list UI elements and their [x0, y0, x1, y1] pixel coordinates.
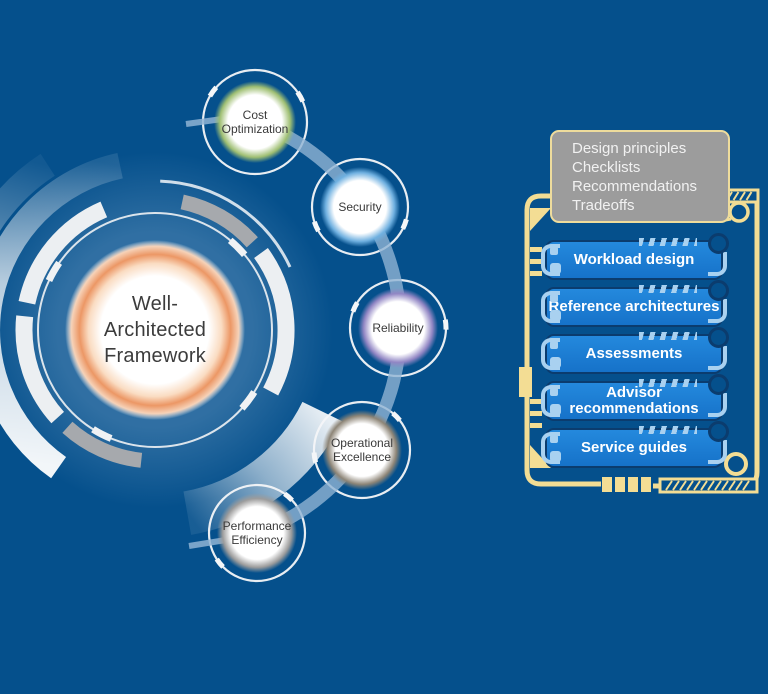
tab-decoration [550, 294, 558, 302]
resource-label: Workload design [573, 251, 695, 268]
pillar-disc-cost-optimization [214, 81, 296, 163]
center-disc [65, 240, 245, 420]
resource-label: Assessments [585, 345, 683, 362]
tab-decoration [550, 404, 561, 415]
medallion-arcs [0, 152, 342, 535]
tab-decoration [550, 263, 561, 274]
tab-decoration [550, 341, 558, 349]
bracket-left-decoration [541, 385, 560, 417]
resource-service-guides: Service guides [541, 421, 729, 468]
info-line-tradeoffs: Tradeoffs [572, 197, 635, 214]
tab-decoration [550, 247, 558, 255]
info-line-recommendations: Recommendations [572, 178, 698, 195]
pillar-label-reliability: Reliability [372, 321, 424, 335]
info-line-checklists: Checklists [572, 159, 641, 176]
pillar-label-operational-excellence: Operational Excellence [330, 436, 394, 464]
center-label: Well- Architected Framework [103, 293, 207, 367]
tab-decoration [550, 451, 561, 462]
frame-pin-blocks [602, 477, 651, 492]
zigzag-decoration [639, 426, 697, 434]
pillar-discs [214, 81, 438, 573]
resource-advisor-recommendations: Advisor recommendations [541, 374, 729, 421]
resource-workload-design: Workload design [541, 233, 729, 280]
bracket-left-decoration [541, 244, 560, 276]
tab-decoration [550, 310, 561, 321]
zigzag-decoration [639, 285, 697, 293]
bracket-right-decoration [708, 252, 727, 276]
pillar-disc-reliability [358, 288, 438, 368]
frame-teeth [519, 247, 542, 428]
zigzag-decoration [639, 332, 697, 340]
bracket-left-decoration [541, 291, 560, 323]
bracket-right-decoration [708, 346, 727, 370]
zigzag-decoration [639, 238, 697, 246]
pillar-disc-security [320, 167, 400, 247]
bracket-right-decoration [708, 440, 727, 464]
info-panel: Design principles Checklists Recommendat… [550, 130, 730, 223]
bracket-left-decoration [541, 432, 560, 464]
bracket-left-decoration [541, 338, 560, 370]
zigzag-decoration [639, 379, 697, 387]
corner-circle-decoration [708, 327, 729, 348]
corner-circle-decoration [708, 421, 729, 442]
tab-decoration [550, 435, 558, 443]
resources-frame [519, 188, 760, 494]
frame-loop-top [728, 201, 750, 223]
pillar-label-performance-efficiency: Performance Efficiency [222, 519, 292, 547]
pillar-label-security: Security [338, 200, 382, 214]
resource-label: Reference architectures [548, 298, 720, 315]
resource-label: Advisor recommendations [569, 384, 699, 417]
frame-hatch-bar-bottom [658, 477, 759, 494]
tab-decoration [550, 388, 558, 396]
corner-circle-decoration [708, 280, 729, 301]
frame-flag-top [530, 208, 551, 231]
pillar-disc-performance-efficiency [217, 493, 297, 573]
resource-assessments: Assessments [541, 327, 729, 374]
pillar-label-cost-optimization: Cost Optimization [221, 108, 289, 136]
bracket-right-decoration [708, 393, 727, 417]
bracket-right-decoration [708, 299, 727, 323]
frame-loop-bottom [724, 452, 748, 476]
resource-label: Service guides [581, 439, 687, 456]
corner-circle-decoration [708, 233, 729, 254]
resource-reference-architectures: Reference architectures [541, 280, 729, 327]
corner-circle-decoration [708, 374, 729, 395]
pillar-disc-operational-excellence [322, 410, 402, 490]
info-line-design-principles: Design principles [572, 140, 687, 157]
tab-decoration [550, 357, 561, 368]
